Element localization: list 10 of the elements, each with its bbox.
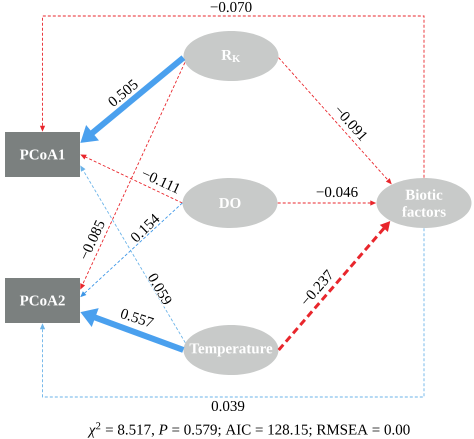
path-coefficient: −0.070 <box>209 1 253 13</box>
variable-box: PCoA1 <box>5 132 80 177</box>
path-coefficient: 0.039 <box>210 400 246 412</box>
variable-box: PCoA2 <box>5 278 80 323</box>
path-coefficient: −0.085 <box>78 218 106 262</box>
path-coefficient: −0.111 <box>140 167 182 195</box>
path-coefficient: −0.046 <box>315 186 359 198</box>
path-arrow <box>40 228 424 398</box>
path-coefficient: 0.557 <box>118 307 156 329</box>
fit-statistics: χ$^{2}$ = 8.517, P = 0.579; AIC = 128.15; RMSEA = 0.00 <box>88 422 410 438</box>
